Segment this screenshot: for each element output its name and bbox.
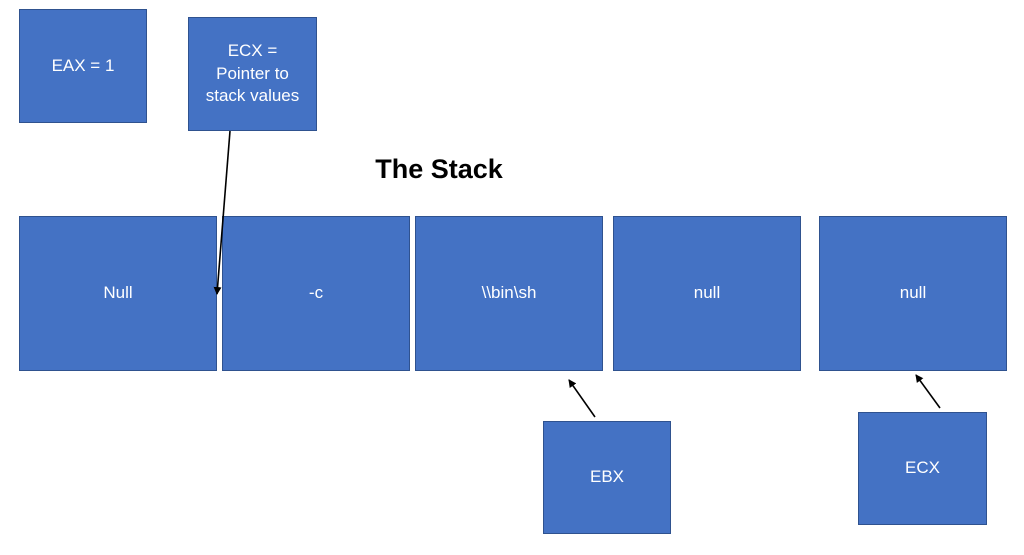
stack-cell-label: null [899,283,927,303]
stack-title: The Stack [375,154,503,184]
eax-box: EAX = 1 [19,9,147,123]
stack-cell-label: null [693,283,721,303]
ecx-arrow [915,374,941,409]
stack-cell-label: Null [103,283,133,303]
stack-cell-null-3: null [819,216,1007,371]
ebx-arrow [568,379,596,418]
ecx-box: ECX [858,412,987,525]
stack-cell-label: \\bin\sh [481,283,537,303]
ecx-label: ECX [905,458,940,478]
ecx-pointer-line-3: stack values [205,86,300,106]
ecx-pointer-line-2: Pointer to [216,63,289,83]
ecx-pointer-line-1: ECX = [227,40,278,60]
stack-cell-null-2: null [613,216,801,371]
eax-label: EAX = 1 [51,55,115,75]
stack-cell-null-1: Null [19,216,217,371]
ecx-pointer-box: ECX = Pointer to stack values [188,17,317,131]
ecx-pointer-label: ECX = Pointer to stack values [206,40,300,109]
stack-cell-label: -c [308,283,324,303]
ebx-label: EBX [589,467,625,487]
stack-cell-dash-c: -c [222,216,410,371]
stack-cell-bin-sh: \\bin\sh [415,216,603,371]
ebx-box: EBX [543,421,671,534]
